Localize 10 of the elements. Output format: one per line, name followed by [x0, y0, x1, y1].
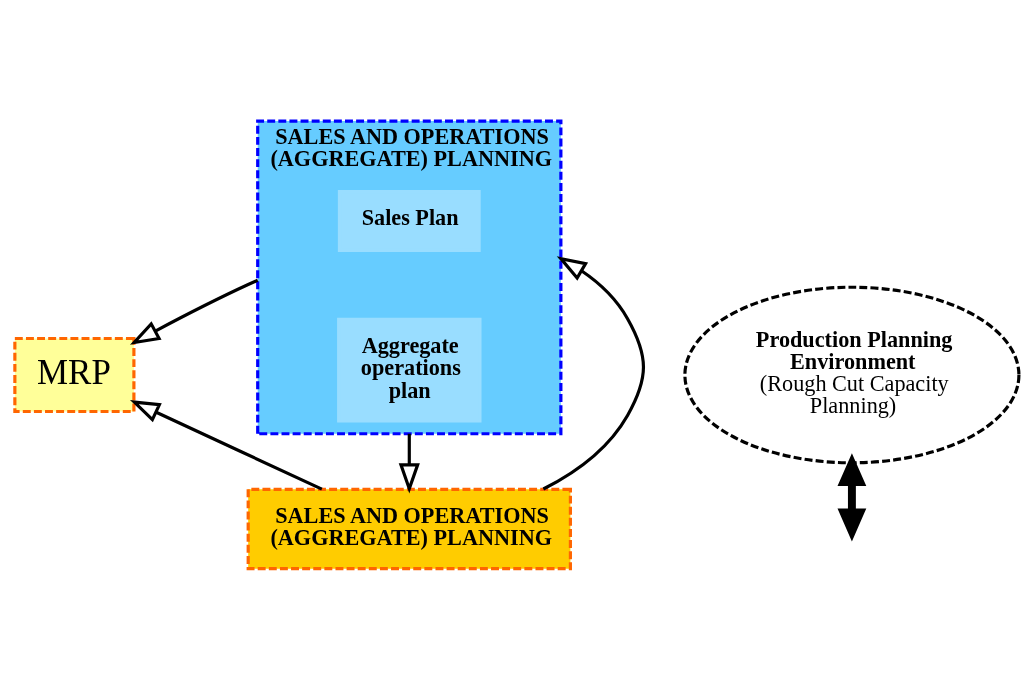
arrow: [837, 453, 867, 542]
node-box: Sales Plan: [337, 190, 481, 252]
node-ellipse: Production Planning Environment (Rough Cut Capacity Planning): [683, 285, 1021, 465]
arrow: [398, 433, 420, 494]
arrow: [542, 256, 645, 491]
node-box: Aggregate operations plan: [337, 317, 482, 423]
arrow: [129, 400, 323, 491]
node-box: SALES AND OPERATIONS (AGGREGATE) PLANNING: [246, 487, 572, 571]
node-box: MRP: [13, 336, 136, 414]
arrow: [129, 278, 259, 345]
